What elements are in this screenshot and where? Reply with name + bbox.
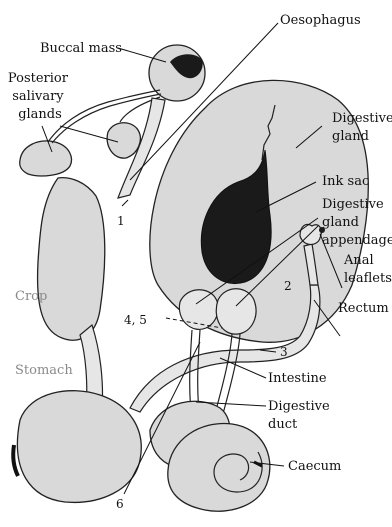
label-dga-3: appendages: [322, 233, 392, 248]
label-caecum: Caecum: [288, 459, 341, 474]
label-buccal-mass: Buccal mass: [40, 41, 122, 56]
label-posterior-salivary-glands: Posterior salivary glands: [8, 71, 72, 122]
label-digestive-gland-1: Digestive: [332, 111, 392, 126]
label-leaflets: leaflets: [344, 271, 392, 286]
label-digestive-duct: Digestive duct: [268, 399, 334, 432]
label-dga-1: Digestive: [322, 197, 384, 212]
gland-appendage-right: [216, 289, 256, 334]
gland-appendage-left: [179, 290, 218, 330]
label-glands: glands: [18, 107, 62, 122]
label-stomach: Stomach: [15, 363, 73, 378]
label-rectum: Rectum: [338, 301, 389, 316]
label-posterior: Posterior: [8, 71, 69, 86]
number-4-5: 4, 5: [124, 313, 147, 327]
label-intestine: Intestine: [268, 371, 327, 386]
label-digestive-duct-1: Digestive: [268, 399, 330, 414]
salivary-gland-left: [20, 141, 72, 176]
label-dga-2: gland: [322, 215, 359, 230]
label-ink-sac: Ink sac: [322, 174, 369, 189]
label-oesophagus: Oesophagus: [280, 13, 361, 28]
label-anal: Anal: [343, 253, 374, 268]
number-1: 1: [117, 214, 125, 228]
label-digestive-gland-appendages: Digestive gland appendages: [322, 197, 392, 248]
crop-shape: [38, 178, 105, 341]
leader-n1: [122, 200, 128, 206]
number-6: 6: [116, 497, 124, 511]
label-digestive-duct-2: duct: [268, 417, 298, 432]
stomach-shape: [17, 391, 141, 503]
number-2: 2: [284, 279, 292, 293]
number-3: 3: [280, 345, 288, 359]
anal-leaflets-shape: [300, 224, 321, 244]
label-salivary: salivary: [12, 89, 64, 104]
label-digestive-gland-2: gland: [332, 129, 369, 144]
label-crop: Crop: [15, 289, 47, 304]
